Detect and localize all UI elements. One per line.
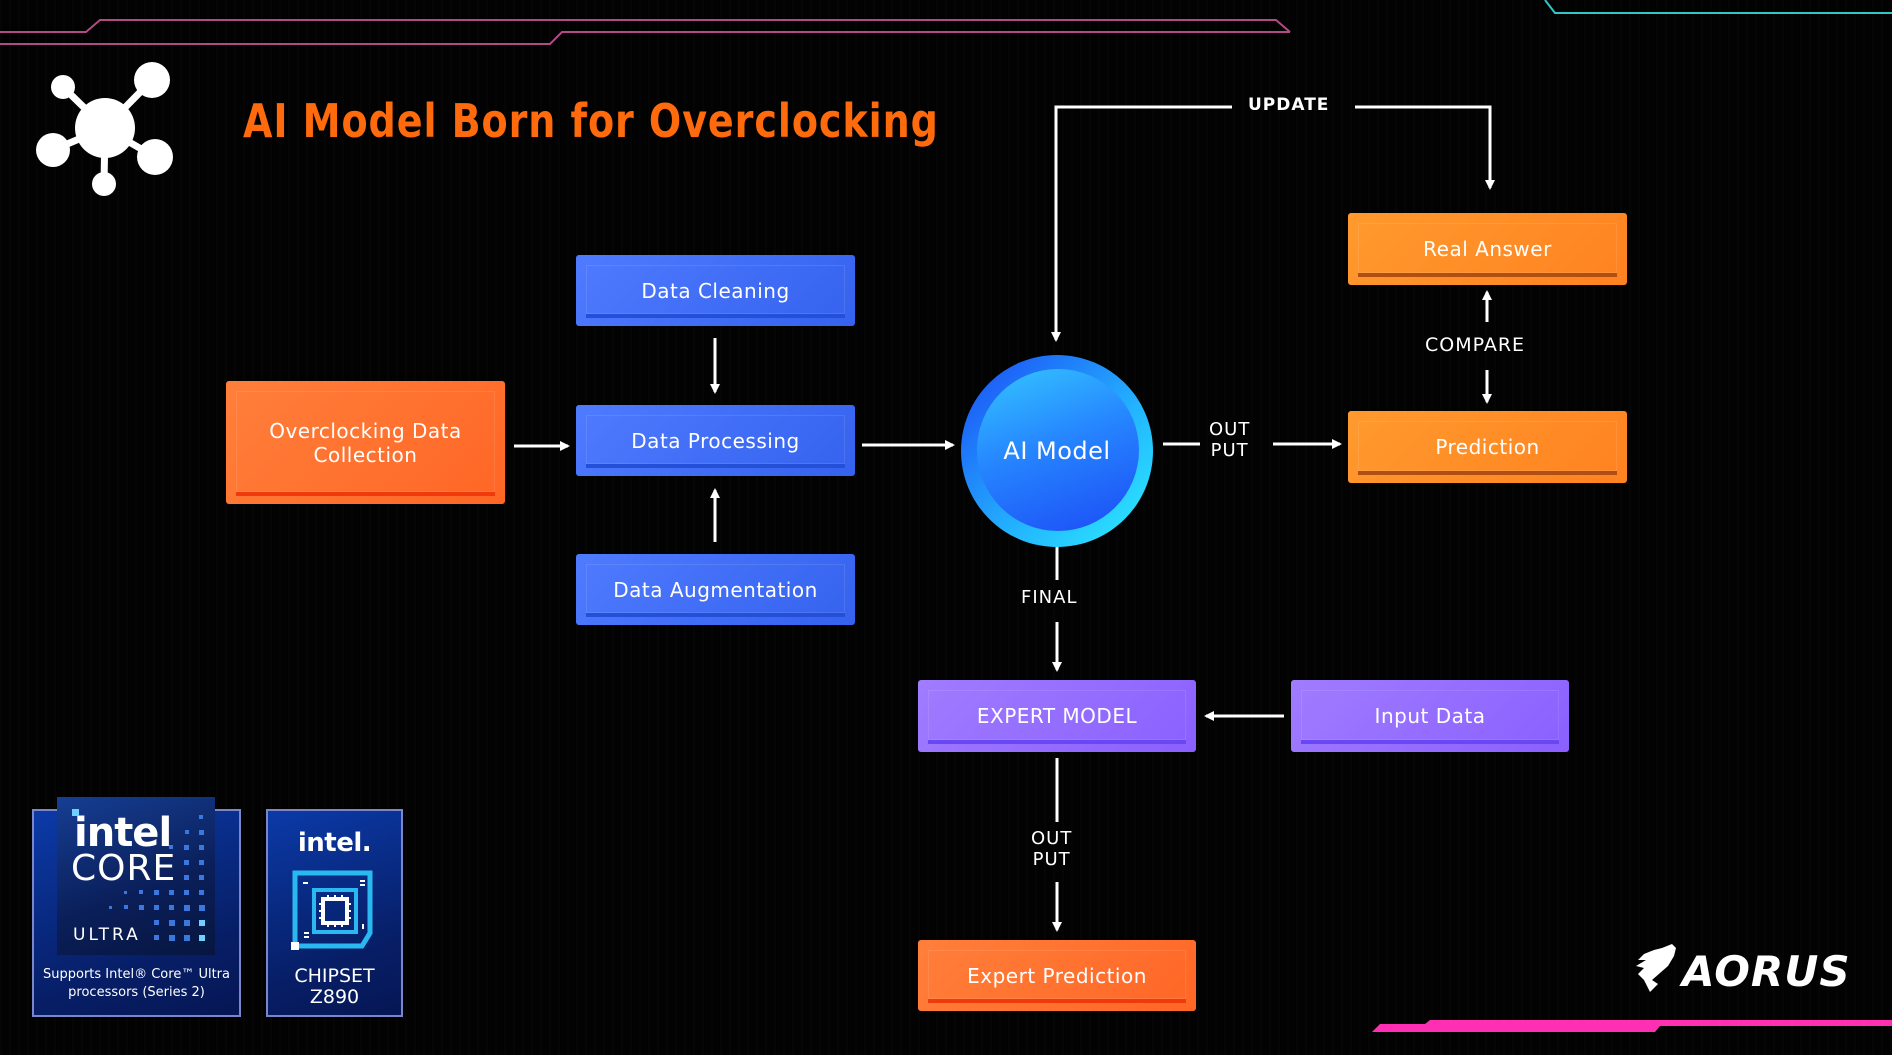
edge-label-output: OUT PUT [1209, 419, 1251, 461]
node-label: Overclocking Data Collection [269, 418, 462, 467]
node-overclocking-data-collection[interactable]: Overclocking Data Collection [226, 381, 505, 504]
node-label: Prediction [1435, 435, 1540, 459]
intel-chipset-badge [266, 809, 403, 1017]
chipset-text: CHIPSET Z890 [266, 966, 403, 1008]
edge-label-expert-output: OUT PUT [1031, 828, 1073, 870]
chipset-label: CHIPSET [294, 965, 375, 987]
edge-label-update: UPDATE [1248, 95, 1330, 115]
chipset-model: Z890 [309, 985, 360, 1008]
bottom-accent-bar [1372, 1020, 1892, 1032]
network-nodes-icon [36, 62, 173, 196]
node-expert-model[interactable]: EXPERT MODEL [918, 680, 1196, 752]
support-line-1: Supports Intel® Core™ Ultra [43, 967, 230, 982]
node-real-answer[interactable]: Real Answer [1348, 213, 1627, 285]
edge-label-output-line2: PUT [1210, 439, 1249, 461]
edge-label-compare: COMPARE [1425, 334, 1526, 356]
ai-model-inner-disc [977, 369, 1139, 531]
node-prediction[interactable]: Prediction [1348, 411, 1627, 483]
update-line-right [1355, 105, 1495, 190]
page-title: AI Model Born for Overclocking [243, 94, 939, 148]
node-label: EXPERT MODEL [976, 704, 1138, 728]
chipset-brand: intel. [297, 828, 372, 858]
node-label: AI Model [1003, 437, 1111, 465]
update-line-left [1051, 105, 1232, 342]
chipset-icon [291, 870, 373, 950]
node-label: Expert Prediction [967, 963, 1147, 988]
node-label: Real Answer [1423, 237, 1552, 261]
top-accent-line-2 [0, 31, 1290, 45]
node-label: Data Cleaning [641, 278, 790, 303]
top-accent-line-teal [1544, 0, 1892, 14]
node-ai-model[interactable]: AI Model [961, 355, 1153, 547]
aorus-wordmark: AORUS [1679, 947, 1851, 996]
intel-core-tier: ULTRA [73, 925, 141, 945]
node-data-cleaning[interactable]: Data Cleaning [576, 255, 855, 326]
intel-core-logo: intel CORE ULTRA [57, 797, 215, 955]
node-data-processing[interactable]: Data Processing [576, 405, 855, 476]
dot-grid-icon [72, 809, 205, 941]
aorus-eagle-icon: AORUS [1636, 944, 1851, 996]
edge-label-expert-output-line1: OUT [1031, 828, 1073, 849]
node-label: Data Augmentation [613, 577, 818, 602]
node-label: Data Processing [631, 428, 800, 453]
intel-core-support-text: Supports Intel® Core™ Ultra processors (… [32, 966, 241, 1001]
node-expert-prediction[interactable]: Expert Prediction [918, 940, 1196, 1011]
top-accent-line-1 [0, 19, 1291, 33]
node-label: Input Data [1374, 704, 1486, 728]
aorus-logo: AORUS [1632, 940, 1857, 1000]
node-data-augmentation[interactable]: Data Augmentation [576, 554, 855, 625]
node-input-data[interactable]: Input Data [1291, 680, 1569, 752]
intel-core-product: CORE [71, 848, 177, 889]
intel-core-brand: intel [74, 810, 172, 856]
edge-label-final: FINAL [1021, 587, 1078, 608]
edge-label-output-line1: OUT [1209, 419, 1251, 440]
support-line-2: processors (Series 2) [68, 984, 205, 1000]
edge-label-expert-output-line2: PUT [1032, 848, 1071, 870]
